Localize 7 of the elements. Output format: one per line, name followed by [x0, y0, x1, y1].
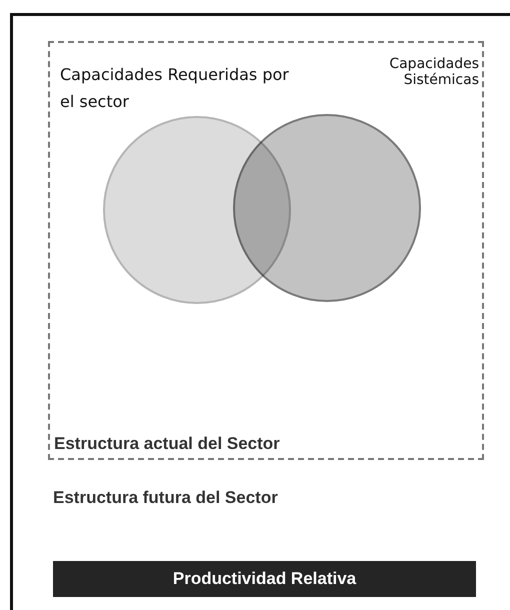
circle-label: Capacidades Requeridas por el sector: [60, 64, 290, 113]
dashed-box: [48, 41, 484, 460]
section-label: Estructura futura del Sector: [53, 488, 278, 508]
title-bar: Productividad Relativa: [53, 561, 476, 597]
section-label: Estructura actual del Sector: [54, 434, 280, 454]
frame-box: [10, 13, 510, 610]
circle-label: Capacidades Sistémicas: [388, 56, 479, 88]
